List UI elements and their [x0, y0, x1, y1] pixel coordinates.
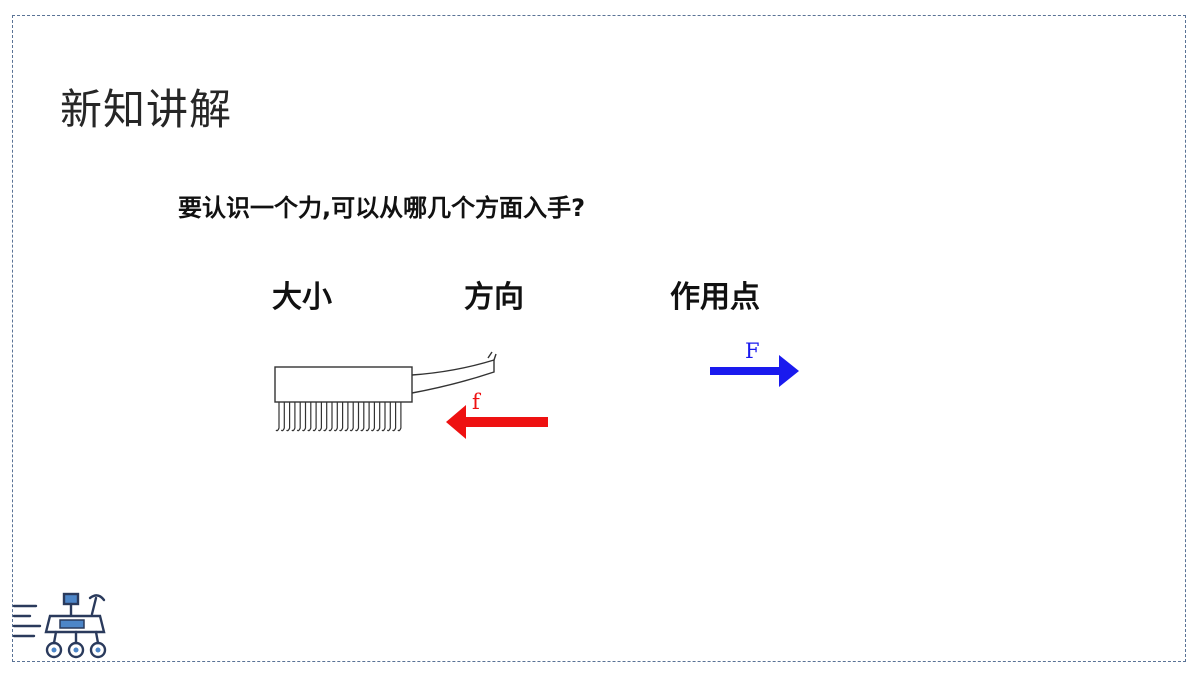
friction-label: f	[472, 390, 482, 414]
rover-icon	[12, 592, 107, 659]
aspect-application-point-label: 作用点	[670, 280, 760, 315]
slide-title: 新知讲解	[60, 85, 233, 134]
question-text: 要认识一个力,可以从哪几个方面入手?	[178, 194, 586, 222]
aspect-direction-label: 方向	[464, 280, 524, 315]
slide-frame	[12, 15, 1186, 662]
force-arrow	[710, 355, 799, 387]
force-label: F	[745, 339, 760, 363]
aspect-size-label: 大小	[272, 280, 332, 315]
friction-arrow	[446, 405, 548, 439]
brush-icon	[274, 351, 497, 432]
